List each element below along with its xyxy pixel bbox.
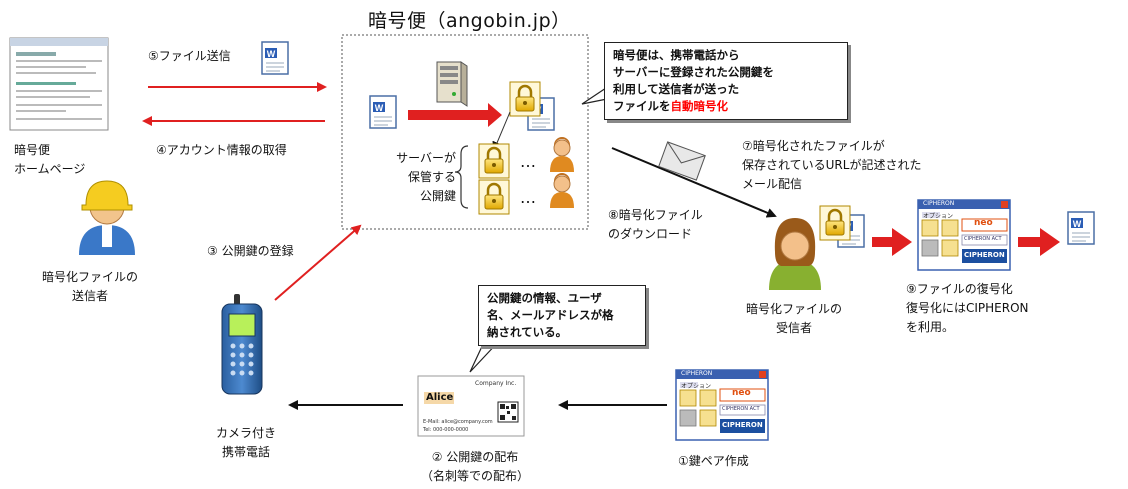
keys-brace <box>454 145 469 209</box>
step-8-line1: ⑧暗号化ファイル <box>608 208 703 222</box>
step-2-label: ② 公開鍵の配布 （名刺等での配布） <box>412 448 538 486</box>
sender-label-line2: 送信者 <box>71 289 108 303</box>
camera-phone-icon <box>221 294 263 395</box>
cipheron-decrypt-title: CIPHERON <box>923 200 955 207</box>
key-ellipsis-2: … <box>520 188 536 207</box>
decrypted-document-icon <box>1067 211 1095 245</box>
cipheron-decrypt-sub: CIPHERON ACT <box>964 236 1002 242</box>
encrypt-arrow <box>408 103 502 127</box>
cipheron-decrypt-menu: オプション <box>923 213 954 220</box>
callout-server-line4-prefix: ファイルを <box>613 99 671 113</box>
callout-server-line1: 暗号便は、携帯電話から <box>613 48 740 62</box>
cipheron-keypair-window <box>675 369 769 441</box>
callout-card-tail <box>469 339 501 373</box>
step-9-line1: ⑨ファイルの復号化 <box>906 282 1013 296</box>
phone-label-line1: カメラ付き <box>215 426 276 440</box>
phone-label-line2: 携帯電話 <box>221 445 270 459</box>
card-company: Company Inc. <box>475 380 517 387</box>
arrow-download <box>611 147 777 218</box>
cipheron-keypair-menu: オプション <box>681 383 712 390</box>
step-7-line2: 保存されているURLが記述された <box>742 158 922 172</box>
homepage-label-line2: ホームページ <box>14 162 86 176</box>
step-9-line3: を利用。 <box>906 320 955 334</box>
step-7-label: ⑦暗号化されたファイルが 保存されているURLが記述された メール配信 <box>742 137 921 194</box>
step-9-label: ⑨ファイルの復号化 復号化にはCIPHERON を利用。 <box>906 280 1029 337</box>
sender-person-icon <box>79 180 135 255</box>
step-2-line2: （名刺等での配布） <box>420 469 529 483</box>
server-keys-label: サーバーが 保管する 公開鍵 <box>366 149 456 206</box>
receiver-label-line1: 暗号化ファイルの <box>745 302 842 316</box>
callout-server-highlight: 自動暗号化 <box>670 99 729 113</box>
key-ellipsis-1: … <box>520 152 536 171</box>
receiver-label: 暗号化ファイルの 受信者 <box>734 300 854 338</box>
public-key-2-lock-icon <box>477 178 511 216</box>
cipheron-decrypt-neo: neo <box>974 218 993 228</box>
sender-label-line1: 暗号化ファイルの <box>41 270 138 284</box>
mail-envelope-icon <box>658 141 706 181</box>
step-1-label: ①鍵ペア作成 <box>678 454 749 468</box>
homepage-label-line1: 暗号便 <box>14 143 51 157</box>
callout-card-line3: 納されている。 <box>487 325 568 339</box>
card-email: E-Mail: alice@company.com <box>423 419 493 425</box>
callout-card-line2: 名、メールアドレスが格 <box>487 308 614 322</box>
receiver-lock-icon <box>818 204 852 242</box>
step-8-line2: のダウンロード <box>608 227 693 241</box>
step-5-label: ⑤ファイル送信 <box>148 49 231 63</box>
callout-card: 公開鍵の情報、ユーザ 名、メールアドレスが格 納されている。 <box>478 285 646 346</box>
receiver-person-icon <box>769 218 821 290</box>
cipheron-decrypt-logo: CIPHERON <box>964 251 1005 259</box>
callout-server-line3: 利用して送信者が送った <box>613 82 740 96</box>
homepage-screenshot <box>9 37 109 131</box>
callout-server-line2: サーバーに登録された公開鍵を <box>613 65 774 79</box>
step-7-line3: メール配信 <box>742 177 803 191</box>
sender-label: 暗号化ファイルの 送信者 <box>30 268 150 306</box>
plain-document-icon <box>369 95 397 129</box>
step-7-line1: ⑦暗号化されたファイルが <box>742 139 885 153</box>
callout-server: 暗号便は、携帯電話から サーバーに登録された公開鍵を 利用して送信者が送った フ… <box>604 42 848 120</box>
cipheron-keypair-title: CIPHERON <box>681 370 713 377</box>
arrow-register-key <box>274 224 362 301</box>
cipheron-keypair-logo: CIPHERON <box>722 421 763 429</box>
key-owner-1-icon <box>549 136 575 173</box>
phone-label: カメラ付き 携帯電話 <box>206 424 286 462</box>
decrypt-arrow-2 <box>1018 228 1060 256</box>
cipheron-decrypt-window <box>917 199 1011 271</box>
server-keys-label-line2: 保管する <box>407 170 456 184</box>
card-tel: Tel: 000-000-0000 <box>423 427 469 433</box>
decrypt-arrow-1 <box>872 228 912 256</box>
step-8-label: ⑧暗号化ファイル のダウンロード <box>608 206 703 244</box>
card-name: Alice <box>426 392 454 403</box>
cipheron-keypair-neo: neo <box>732 388 751 398</box>
service-title: 暗号便（angobin.jp） <box>368 10 571 32</box>
homepage-label: 暗号便 ホームページ <box>14 141 85 179</box>
key-owner-2-icon <box>549 172 575 209</box>
public-key-1-lock-icon <box>477 142 511 180</box>
step-4-label: ④アカウント情報の取得 <box>156 143 287 157</box>
cipheron-keypair-sub: CIPHERON ACT <box>722 406 760 412</box>
server-keys-label-line1: サーバーが <box>396 151 456 165</box>
receiver-label-line2: 受信者 <box>775 321 812 335</box>
server-keys-label-line3: 公開鍵 <box>419 189 456 203</box>
business-card <box>417 375 525 437</box>
step-2-line1: ② 公開鍵の配布 <box>431 450 519 464</box>
callout-card-line1: 公開鍵の情報、ユーザ <box>487 291 602 305</box>
callout-server-line4: ファイルを自動暗号化 <box>613 98 839 115</box>
send-document-icon <box>261 41 289 75</box>
step-9-line2: 復号化にはCIPHERON <box>906 301 1029 315</box>
encrypted-lock-icon <box>508 80 542 118</box>
step-3-label: ③ 公開鍵の登録 <box>207 244 294 258</box>
server-icon <box>436 61 468 107</box>
